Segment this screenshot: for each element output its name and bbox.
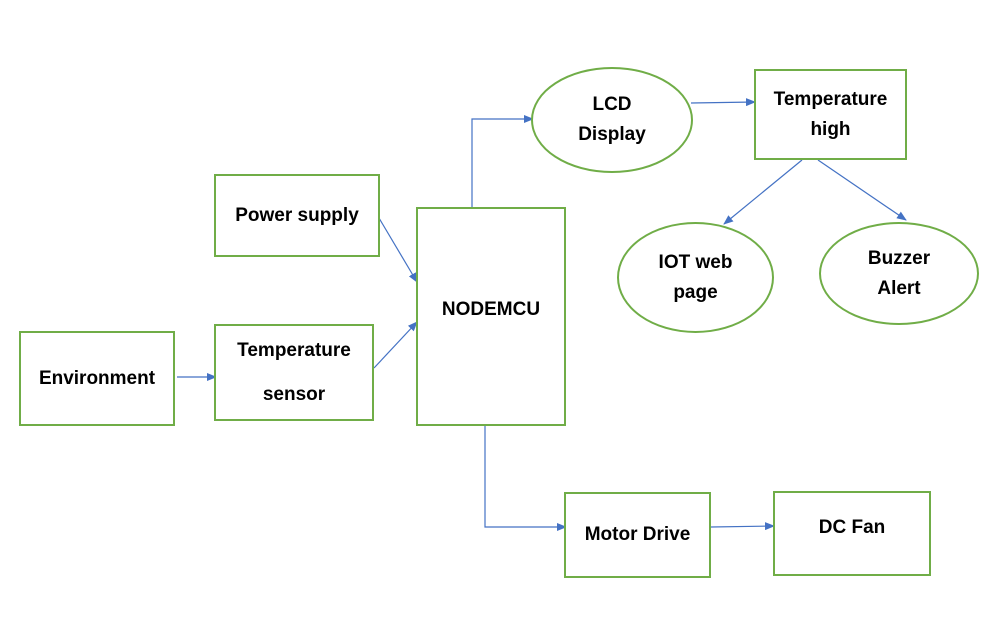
power-supply-box: Power supply — [214, 174, 380, 257]
temperature-high-label-line2: high — [810, 118, 851, 140]
motor-drive-label: Motor Drive — [584, 524, 691, 545]
arrow-motor-to-fan — [710, 522, 775, 531]
buzzer-alert-label-line1: Buzzer — [867, 247, 931, 269]
arrow-power-to-nodemcu — [378, 217, 418, 283]
dc-fan-label: DC Fan — [818, 517, 886, 538]
arrow-temp-high-to-iot — [723, 159, 803, 225]
lcd-display-ellipse: LCD Display — [531, 67, 693, 173]
iot-web-page-ellipse: IOT web page — [617, 222, 774, 333]
power-supply-label: Power supply — [235, 204, 359, 226]
arrow-lcd-to-temp-high — [690, 98, 756, 107]
environment-box: Environment — [19, 331, 175, 426]
temperature-sensor-label-line2: sensor — [262, 383, 326, 405]
arrow-nodemcu-to-motor — [484, 426, 567, 531]
buzzer-alert-ellipse: Buzzer Alert — [819, 222, 979, 325]
environment-label: Environment — [38, 367, 156, 389]
buzzer-alert-label-line2: Alert — [877, 277, 921, 299]
nodemcu-box: NODEMCU — [416, 207, 566, 426]
arrow-sensor-to-nodemcu — [373, 321, 418, 369]
dc-fan-box: DC Fan — [773, 491, 931, 576]
lcd-display-label-line1: LCD — [592, 94, 632, 115]
arrow-nodemcu-to-lcd — [471, 115, 534, 208]
temperature-high-label-line1: Temperature — [773, 88, 888, 110]
iot-web-page-label-line2: page — [673, 281, 718, 303]
arrow-temp-high-to-buzzer — [817, 159, 907, 221]
motor-drive-box: Motor Drive — [564, 492, 711, 578]
temperature-sensor-box: Temperature sensor — [214, 324, 374, 421]
iot-web-page-label-line1: IOT web — [658, 251, 733, 273]
lcd-display-label-line2: Display — [578, 124, 646, 145]
nodemcu-label: NODEMCU — [441, 299, 541, 320]
temperature-high-box: Temperature high — [754, 69, 907, 160]
temperature-sensor-label-line1: Temperature — [237, 339, 351, 361]
